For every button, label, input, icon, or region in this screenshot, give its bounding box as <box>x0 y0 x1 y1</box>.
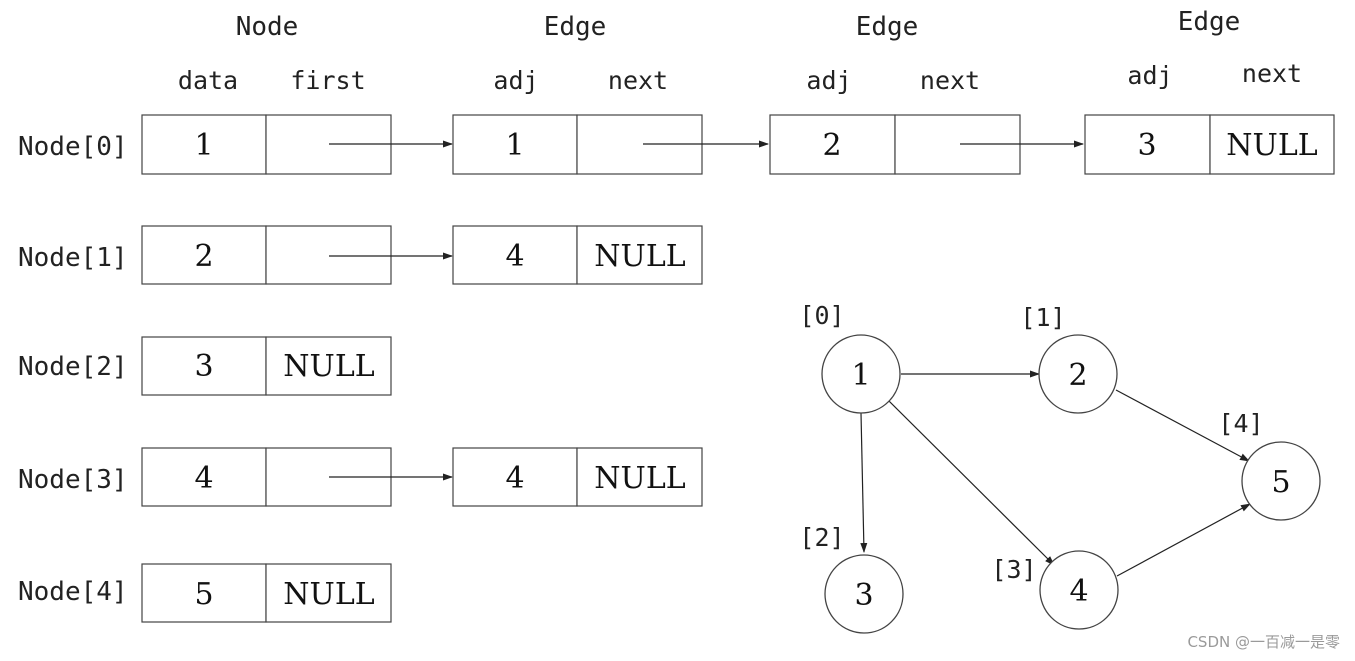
graph-node-4: 4 [3] <box>991 550 1119 630</box>
edge-next-cell <box>1209 114 1335 175</box>
edge2-header-title: Edge <box>856 12 919 42</box>
row-label: Node[1] <box>18 243 128 273</box>
graph-edge-1-3 <box>860 412 868 553</box>
graph-node-circle <box>824 554 904 634</box>
edge-next-value: NULL <box>594 239 685 274</box>
graph-node-index: [1] <box>1020 303 1065 332</box>
edge-next-cell <box>576 225 703 285</box>
node-data-cell <box>141 225 267 285</box>
graph-edge-2-5 <box>1115 389 1250 462</box>
row-label: Node[3] <box>18 465 128 495</box>
edge-adj-cell <box>452 447 578 507</box>
graph-edges <box>860 370 1251 577</box>
edge-next-cell <box>576 447 703 507</box>
edge1-header-next: next <box>608 66 668 95</box>
graph-node-index: [4] <box>1218 409 1263 438</box>
edge3-header-title: Edge <box>1178 7 1241 37</box>
edge1-header-title: Edge <box>544 12 607 42</box>
graph-node-3: 3 [2] <box>799 523 904 634</box>
graph-edge-1-4 <box>888 400 1055 566</box>
edge-adj-value: 3 <box>1137 128 1156 163</box>
node-first-value: NULL <box>283 349 374 384</box>
graph-node-circle <box>1038 334 1118 414</box>
row-node-2: Node[2] 3 NULL <box>18 336 392 396</box>
node-data-value: 3 <box>194 349 213 384</box>
edge-adj-value: 4 <box>505 461 524 496</box>
graph-node-index: [0] <box>799 301 844 330</box>
node-header-title: Node <box>236 12 299 42</box>
edge3-header-next: next <box>1242 59 1302 88</box>
edge2-header-next: next <box>920 66 980 95</box>
graph-node-index: [3] <box>991 555 1036 584</box>
row-label: Node[2] <box>18 352 128 382</box>
node-data-value: 5 <box>194 577 213 612</box>
graph-node-circle <box>821 334 901 414</box>
graph-node-2: 2 [1] <box>1020 303 1118 414</box>
edge2-header-adj: adj <box>806 66 851 95</box>
edge-next-value: NULL <box>594 461 685 496</box>
row-node-1: Node[1] 2 4 NULL <box>18 225 703 285</box>
edge3-header-adj: adj <box>1127 61 1172 90</box>
watermark-text: CSDN @一百减一是零 <box>1187 633 1340 651</box>
node-data-cell <box>141 336 267 396</box>
graph-node-circle <box>1039 550 1119 630</box>
graph-node-value: 3 <box>854 578 873 613</box>
row-node-3: Node[3] 4 4 NULL <box>18 447 703 507</box>
node-header-first: first <box>290 66 365 95</box>
graph-node-circle <box>1241 441 1321 521</box>
edge-adj-value: 2 <box>822 128 841 163</box>
graph-node-1: 1 [0] <box>799 301 901 414</box>
graph-node-index: [2] <box>799 523 844 552</box>
graph-node-value: 2 <box>1068 358 1087 393</box>
graph-node-value: 5 <box>1271 465 1290 500</box>
row-node-4: Node[4] 5 NULL <box>18 563 392 623</box>
edge-adj-cell <box>452 114 578 175</box>
row-label: Node[0] <box>18 132 128 162</box>
row-node-0: Node[0] 1 1 2 3 NULL <box>18 114 1335 175</box>
node-first-cell <box>265 563 392 623</box>
graph-node-value: 4 <box>1069 574 1088 609</box>
edge-adj-value: 1 <box>505 128 524 163</box>
row-label: Node[4] <box>18 577 128 607</box>
edge-next-value: NULL <box>1226 128 1317 163</box>
node-data-value: 4 <box>194 461 213 496</box>
edge-adj-cell <box>1084 114 1211 175</box>
node-data-value: 1 <box>194 128 213 163</box>
graph-node-5: 5 [4] <box>1218 409 1321 521</box>
node-first-value: NULL <box>283 577 374 612</box>
node-data-cell <box>141 447 267 507</box>
node-header-data: data <box>178 66 238 95</box>
edge-adj-value: 4 <box>505 239 524 274</box>
edge-adj-cell <box>452 225 578 285</box>
graph-edge-4-5 <box>1116 503 1251 577</box>
node-data-cell <box>141 563 267 623</box>
graph-node-value: 1 <box>851 358 870 393</box>
node-data-cell <box>141 114 267 175</box>
node-data-value: 2 <box>194 239 213 274</box>
edge1-header-adj: adj <box>493 66 538 95</box>
node-first-cell <box>265 336 392 396</box>
node-first-cell <box>265 225 392 285</box>
